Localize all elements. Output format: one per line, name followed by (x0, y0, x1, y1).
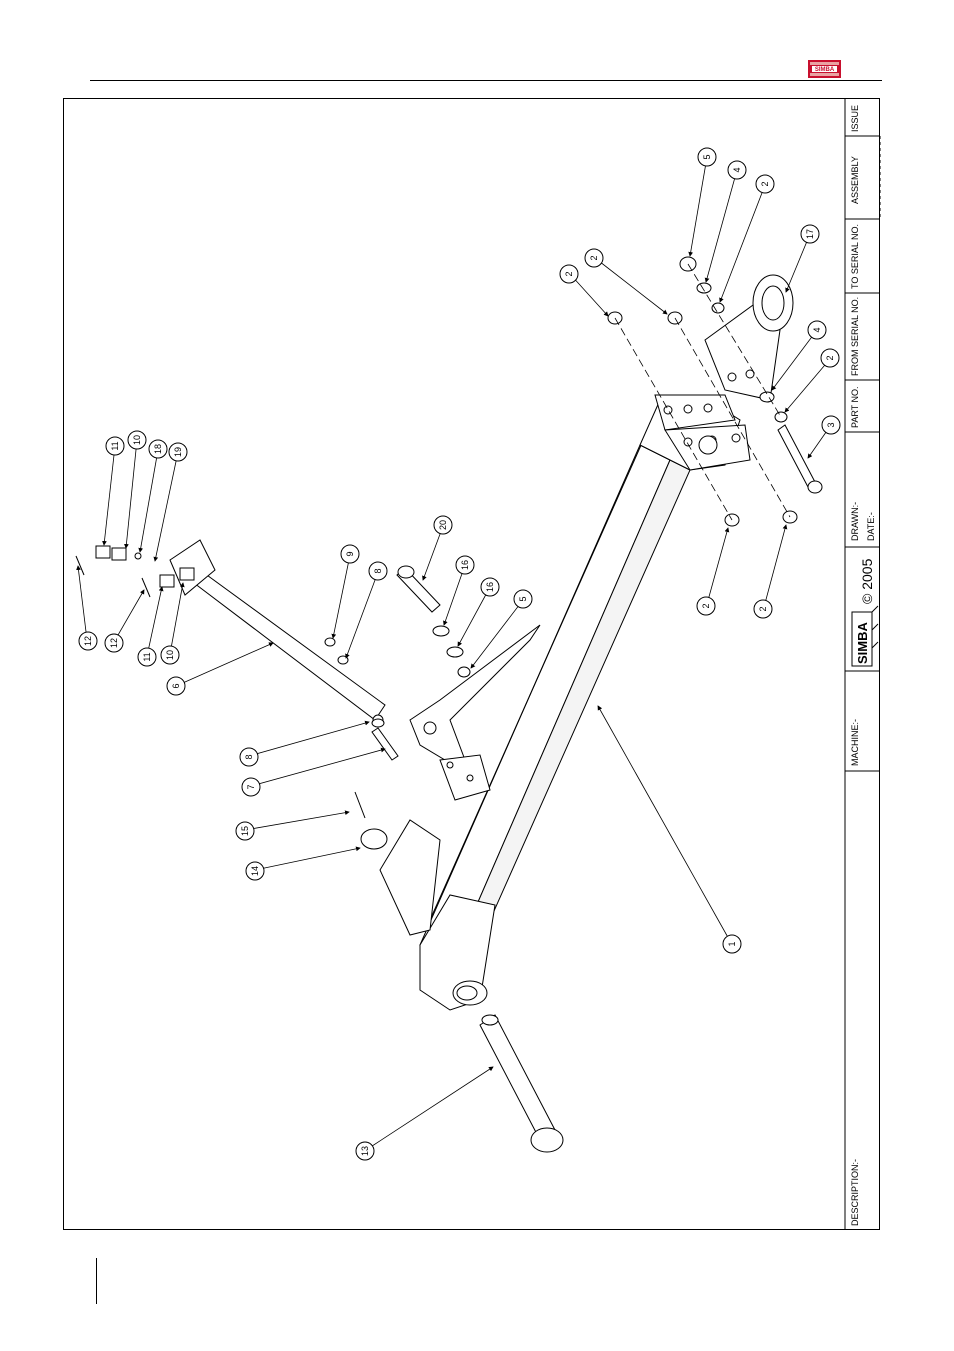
machine-label: MACHINE:- (850, 719, 860, 766)
svg-text:10: 10 (132, 435, 142, 445)
svg-text:15: 15 (240, 826, 250, 836)
svg-text:11: 11 (110, 441, 120, 450)
svg-text:2: 2 (758, 606, 768, 611)
callout-7: 7 (241, 777, 261, 797)
svg-text:19: 19 (173, 447, 183, 457)
svg-text:3: 3 (826, 422, 836, 427)
callout-2: 2 (696, 596, 716, 616)
part-no-label: PART NO. (850, 386, 860, 428)
svg-text:SIMBA: SIMBA (815, 67, 835, 73)
svg-text:4: 4 (812, 327, 822, 332)
callout-2: 2 (820, 348, 840, 368)
callout-2: 2 (753, 599, 773, 619)
eye-hitch (704, 274, 794, 401)
svg-text:9: 9 (345, 551, 355, 556)
svg-text:17: 17 (805, 229, 815, 239)
assembly-centerlines (614, 263, 791, 521)
svg-text:2: 2 (760, 181, 770, 186)
issue-label: ISSUE (850, 105, 860, 132)
callout-11: 11 (137, 647, 157, 667)
title-block-labels: ISSUE ASSEMBLY TO SERIAL NO. FROM SERIAL… (850, 105, 876, 1226)
svg-text:12: 12 (83, 636, 93, 646)
footer-rule (96, 1258, 97, 1304)
svg-text:5: 5 (518, 596, 528, 601)
date-label: DATE:- (866, 512, 876, 541)
callout-5: 5 (513, 589, 533, 609)
callout-16: 16 (455, 555, 475, 575)
stand-leg (95, 539, 386, 726)
from-serial-label: FROM SERIAL NO. (850, 297, 860, 376)
svg-text:10: 10 (165, 650, 175, 660)
svg-text:2: 2 (589, 255, 599, 260)
callout-12: 12 (104, 633, 124, 653)
svg-text:14: 14 (250, 866, 260, 876)
callout-8: 8 (239, 747, 259, 767)
svg-text:2: 2 (564, 271, 574, 276)
svg-text:4: 4 (732, 167, 742, 172)
callout-17: 17 (800, 224, 820, 244)
callout-10: 10 (127, 430, 147, 450)
svg-text:18: 18 (153, 444, 163, 454)
svg-text:13: 13 (360, 1146, 370, 1156)
svg-text:12: 12 (109, 638, 119, 648)
callout-11: 11 (105, 436, 125, 456)
svg-text:SIMBA: SIMBA (855, 622, 870, 665)
svg-text:16: 16 (485, 582, 495, 592)
callout-12: 12 (78, 631, 98, 651)
svg-text:2: 2 (825, 355, 835, 360)
callout-19: 19 (168, 442, 188, 462)
callouts: 1 2 2 2 2 2 2 2 3 4 4 5 5 6 7 8 8 9 10 1… (78, 147, 841, 1161)
to-serial-label: TO SERIAL NO. (850, 224, 860, 289)
callout-5: 5 (697, 147, 717, 167)
description-label: DESCRIPTION:- (850, 1159, 860, 1226)
callout-20: 20 (433, 515, 453, 535)
svg-text:11: 11 (142, 652, 152, 661)
svg-text:2: 2 (701, 603, 711, 608)
callout-2: 2 (559, 264, 579, 284)
callout-10: 10 (160, 645, 180, 665)
callout-14: 14 (245, 861, 265, 881)
callout-8: 8 (368, 561, 388, 581)
callout-1: 1 (722, 934, 742, 954)
svg-text:8: 8 (373, 568, 383, 573)
callout-16: 16 (480, 577, 500, 597)
svg-text:5: 5 (702, 154, 712, 159)
title-block (844, 98, 881, 1230)
drawing-frame (63, 98, 880, 1230)
svg-text:20: 20 (438, 520, 448, 530)
callout-2: 2 (755, 174, 775, 194)
callout-4: 4 (727, 160, 747, 180)
callout-15: 15 (235, 821, 255, 841)
header-rule (90, 80, 882, 81)
callout-4: 4 (807, 320, 827, 340)
svg-text:16: 16 (460, 560, 470, 570)
drawbar-main-beam (379, 394, 751, 1011)
svg-text:1: 1 (727, 941, 737, 946)
callout-13: 13 (355, 1141, 375, 1161)
callout-3: 3 (821, 415, 841, 435)
svg-text:8: 8 (244, 754, 254, 759)
svg-text:7: 7 (246, 784, 256, 789)
callout-9: 9 (340, 544, 360, 564)
copyright-label: © 2005 (859, 558, 875, 604)
callout-18: 18 (148, 439, 168, 459)
title-block-logo: SIMBA (851, 605, 879, 667)
simba-logo: SIMBA (808, 60, 841, 78)
callout-2: 2 (584, 248, 604, 268)
assembly-label: ASSEMBLY (850, 156, 860, 204)
drawn-label: DRAWN:- (850, 502, 860, 541)
callout-6: 6 (166, 676, 186, 696)
svg-text:6: 6 (171, 683, 181, 688)
